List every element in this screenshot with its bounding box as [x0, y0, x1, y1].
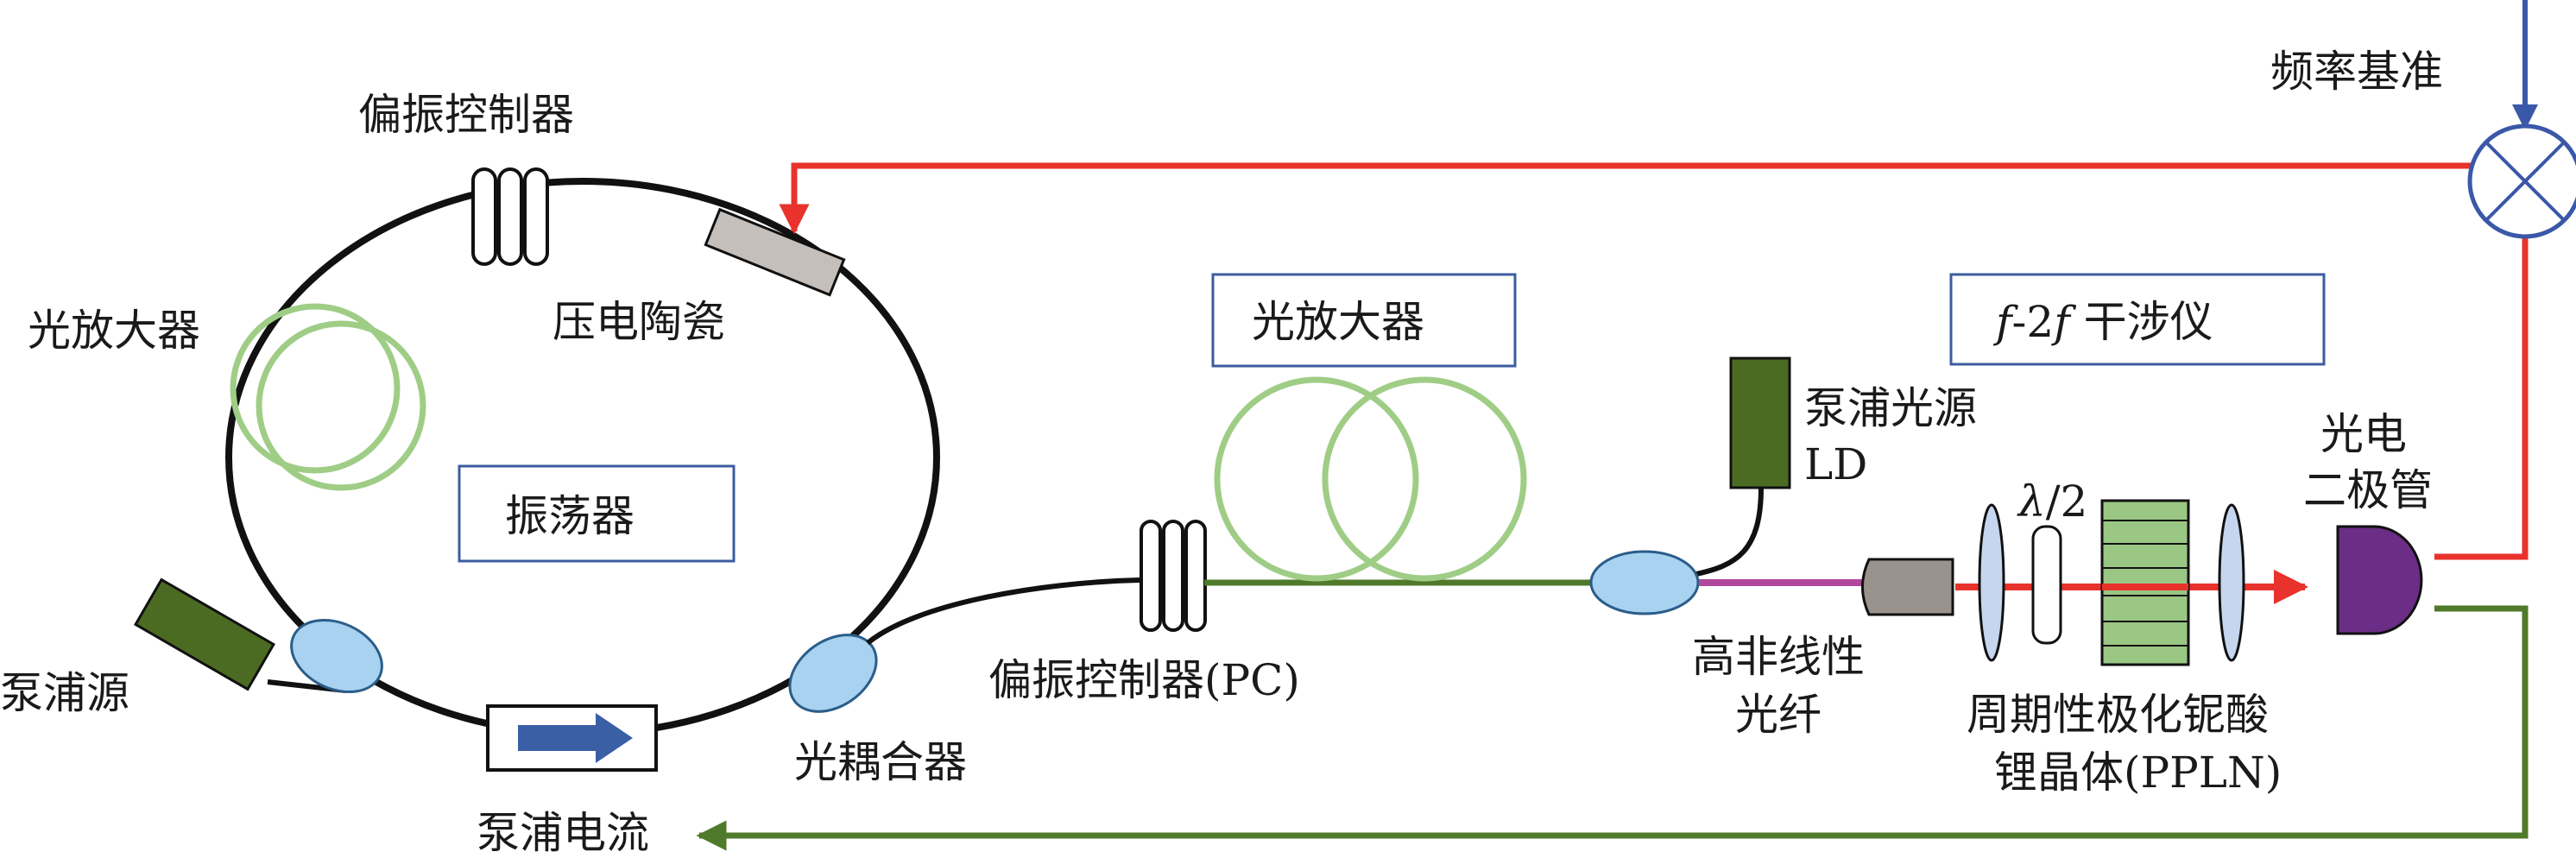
label-photodiode-line2: 二极管 [2303, 465, 2433, 515]
label-optical-amplifier-box: 光放大器 [1252, 297, 1424, 347]
right-arrow-icon [518, 713, 633, 763]
label-half-wave-plate: λ/2 [2017, 476, 2087, 527]
label-polarization-controller-pc: 偏振控制器(PC) [988, 655, 1300, 705]
optical-amplifier-box [1211, 273, 1517, 368]
mixer-x-circle-icon [2467, 123, 2576, 239]
label-pump-ld: LD [1804, 439, 1867, 489]
pump-source-block [133, 577, 276, 691]
photodiode [2336, 525, 2423, 635]
photodiode-to-mixer [2434, 235, 2529, 560]
middle-amplifier-coils [1214, 376, 1527, 582]
label-ppln-line2: 锂晶体(PPLN) [1994, 748, 2282, 798]
label-oscillator: 振荡器 [505, 491, 635, 541]
feedback-red-to-piezo [779, 162, 2473, 235]
fiber-collimator [1861, 558, 1954, 616]
label-f2f-interferometer: f-2f 干涉仪 [1992, 297, 2213, 347]
ppln-crystal [2100, 499, 2190, 666]
f2f-middle: -2 [2012, 297, 2055, 347]
pump-ld-fiber [1695, 487, 1764, 577]
pump-ld-block [1729, 356, 1791, 489]
polarization-controller-top [471, 167, 549, 266]
half-wave-suffix: /2 [2046, 476, 2088, 527]
label-pump-light-source: 泵浦光源 [1804, 383, 1977, 433]
label-photodiode-line1: 光电 [2320, 409, 2407, 459]
label-ppln-line1: 周期性极化铌酸 [1967, 690, 2269, 740]
output-fiber [866, 577, 1140, 646]
ring-coupler-lower-right [788, 634, 878, 713]
left-amplifier-coils [230, 303, 426, 491]
f2f-suffix: 干涉仪 [2070, 297, 2213, 347]
combining-coupler [1589, 550, 1700, 615]
piezo-ceramic [704, 207, 846, 297]
label-pump-source: 泵浦源 [0, 668, 129, 718]
label-piezo-ceramic: 压电陶瓷 [552, 297, 725, 347]
feedback-green-to-pump [696, 605, 2529, 851]
label-frequency-reference: 频率基准 [2270, 47, 2443, 97]
label-optical-amplifier-left: 光放大器 [28, 306, 200, 356]
lens-2 [2218, 503, 2245, 662]
f2f-interferometer-box [1949, 273, 2326, 366]
label-hnlf-line1: 高非线性 [1692, 632, 1865, 682]
oscillator-box [458, 464, 736, 563]
label-hnlf-line2: 光纤 [1735, 690, 1822, 740]
label-polarization-controller-top: 偏振控制器 [358, 90, 574, 140]
ring-coupler-lower-left [290, 618, 383, 694]
lens-1 [1978, 503, 2005, 662]
half-wave-plate [2031, 525, 2062, 645]
label-optical-coupler: 光耦合器 [794, 737, 967, 787]
polarization-controller-pc [1140, 520, 1207, 632]
half-wave-lambda: λ [2017, 476, 2046, 527]
label-pump-current: 泵浦电流 [477, 808, 649, 858]
